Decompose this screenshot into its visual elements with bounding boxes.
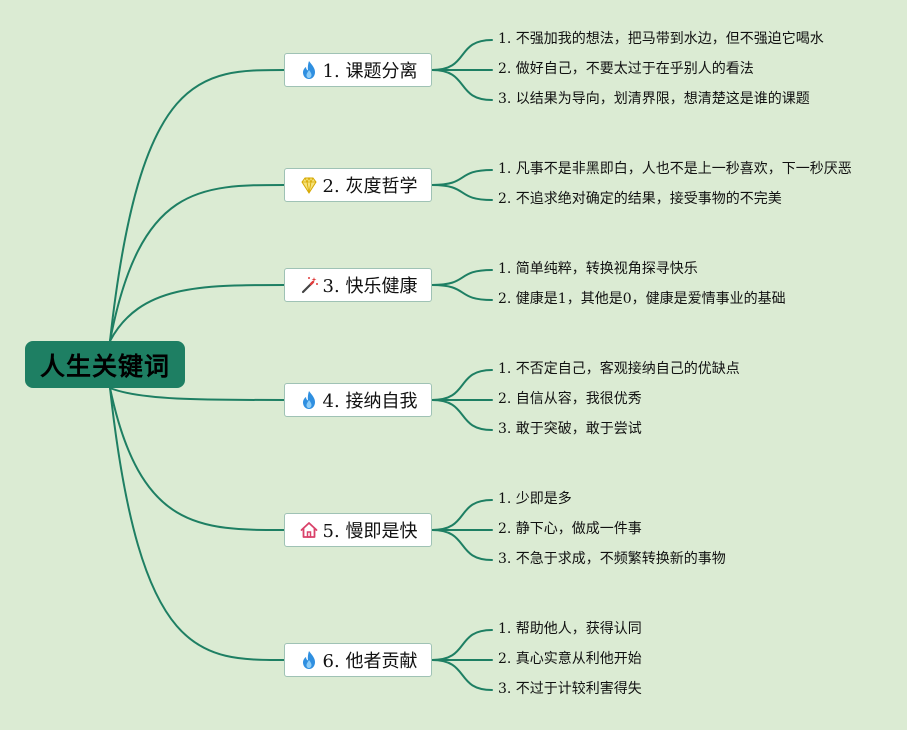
connector-line [431, 169, 493, 186]
leaf-item[interactable]: 2. 不追求绝对确定的结果，接受事物的不完美 [498, 191, 782, 207]
leaf-item[interactable]: 3. 敢于突破，敢于尝试 [498, 421, 642, 437]
connector-line [109, 387, 285, 661]
branch-label: 6. 他者贡献 [322, 651, 418, 672]
leaf-item[interactable]: 1. 凡事不是非黑即白，人也不是上一秒喜欢，下一秒厌恶 [498, 161, 852, 177]
connector-line [431, 629, 493, 661]
branch-node[interactable]: 4. 接纳自我 [284, 383, 432, 417]
leaf-item[interactable]: 1. 少即是多 [498, 491, 572, 507]
connector-line [431, 284, 493, 301]
branch-node[interactable]: 5. 慢即是快 [284, 513, 432, 547]
branch-node[interactable]: 6. 他者贡献 [284, 643, 432, 677]
connector-line [431, 184, 493, 201]
root-node[interactable]: 人生关键词 [25, 341, 185, 388]
leaf-item[interactable]: 3. 以结果为导向，划清界限，想清楚这是谁的课题 [498, 91, 810, 107]
connector-line [431, 399, 493, 431]
connector-line [431, 369, 493, 401]
root-label: 人生关键词 [39, 351, 170, 381]
leaf-item[interactable]: 1. 不否定自己，客观接纳自己的优缺点 [498, 361, 740, 377]
branch-node[interactable]: 2. 灰度哲学 [284, 168, 432, 202]
connector-line [431, 39, 493, 71]
branch-label: 4. 接纳自我 [322, 391, 418, 412]
branch-label: 1. 课题分离 [322, 61, 418, 82]
house-icon [299, 520, 319, 540]
leaf-item[interactable]: 3. 不过于计较利害得失 [498, 681, 642, 697]
branch-node[interactable]: 3. 快乐健康 [284, 268, 432, 302]
connector-line [109, 387, 285, 401]
branch-label: 5. 慢即是快 [322, 521, 418, 542]
leaf-item[interactable]: 1. 简单纯粹，转换视角探寻快乐 [498, 261, 698, 277]
branch-label: 2. 灰度哲学 [322, 176, 418, 197]
leaf-item[interactable]: 2. 静下心，做成一件事 [498, 521, 642, 537]
connector-line [431, 659, 493, 691]
connector-line [109, 284, 285, 342]
leaf-item[interactable]: 1. 不强加我的想法，把马带到水边，但不强迫它喝水 [498, 31, 824, 47]
connector-line [109, 184, 285, 342]
connector-line [109, 387, 285, 531]
fire-icon [299, 60, 319, 80]
leaf-item[interactable]: 3. 不急于求成，不频繁转换新的事物 [498, 551, 726, 567]
leaf-item[interactable]: 1. 帮助他人，获得认同 [498, 621, 642, 637]
branch-node[interactable]: 1. 课题分离 [284, 53, 432, 87]
gem-icon [299, 175, 319, 195]
branch-label: 3. 快乐健康 [322, 276, 418, 297]
leaf-item[interactable]: 2. 健康是1，其他是0，健康是爱情事业的基础 [498, 291, 786, 307]
fire-icon [299, 650, 319, 670]
connector-line [431, 69, 493, 101]
connector-line [431, 499, 493, 531]
connector-line [431, 529, 493, 561]
connector-line [431, 269, 493, 286]
connector-line [109, 69, 285, 342]
magic-wand-icon [299, 275, 319, 295]
leaf-item[interactable]: 2. 真心实意从利他开始 [498, 651, 642, 667]
fire-icon [299, 390, 319, 410]
leaf-item[interactable]: 2. 做好自己，不要太过于在乎别人的看法 [498, 61, 754, 77]
leaf-item[interactable]: 2. 自信从容，我很优秀 [498, 391, 642, 407]
